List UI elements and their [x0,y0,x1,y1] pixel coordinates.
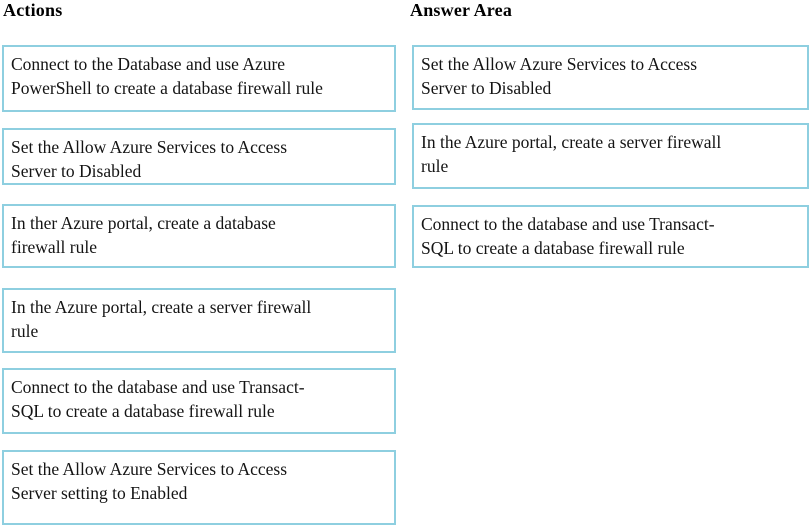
action-item-allow-services-enabled[interactable]: Set the Allow Azure Services to Access S… [2,450,396,525]
action-item-connect-transact-sql[interactable]: Connect to the database and use Transact… [2,368,396,434]
action-item-connect-powershell[interactable]: Connect to the Database and use Azure Po… [2,45,396,112]
action-item-portal-server-rule[interactable]: In the Azure portal, create a server fir… [2,288,396,353]
answer-area-title: Answer Area [410,0,513,20]
actions-column-title: Actions [3,0,63,20]
answer-item-allow-services-disabled[interactable]: Set the Allow Azure Services to Access S… [412,45,809,110]
action-item-allow-services-disabled[interactable]: Set the Allow Azure Services to Access S… [2,128,396,185]
action-item-portal-database-rule[interactable]: In ther Azure portal, create a database … [2,204,396,268]
answer-item-connect-transact-sql[interactable]: Connect to the database and use Transact… [412,205,809,268]
answer-item-portal-server-rule[interactable]: In the Azure portal, create a server fir… [412,123,809,189]
